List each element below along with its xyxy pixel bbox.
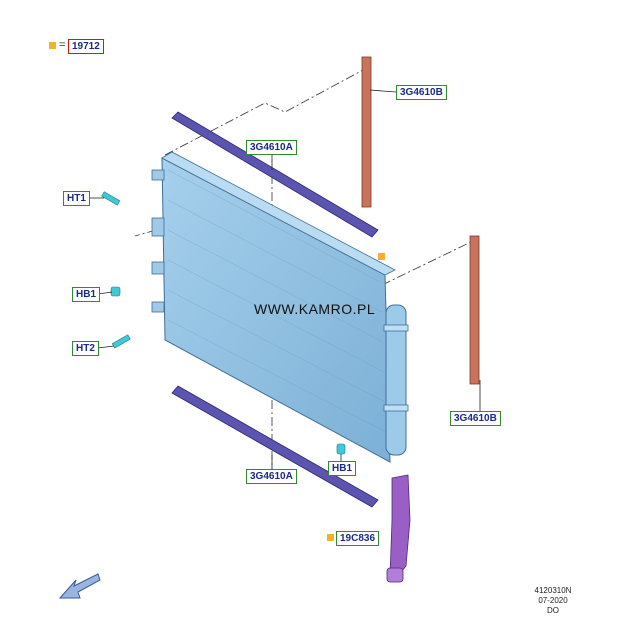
clip-hb1-left: [110, 286, 121, 297]
diagram-code-line3: DO: [547, 606, 559, 615]
hose-marker: [327, 534, 334, 541]
callout-19c836[interactable]: 19C836: [336, 531, 380, 546]
callout-ht1[interactable]: HT1: [63, 191, 90, 206]
diagram-code: 4120310N 07-2020 DO: [528, 586, 578, 616]
legend-marker: [49, 42, 56, 49]
callout-3g4610b-right[interactable]: 3G4610B: [450, 411, 501, 426]
strip-top: [171, 111, 379, 238]
callout-3g4610b-top[interactable]: 3G4610B: [396, 85, 447, 100]
strip-bottom: [171, 385, 379, 508]
diagram-code-line1: 4120310N: [534, 586, 572, 595]
callout-3g4610a-top[interactable]: 3G4610A: [246, 140, 297, 155]
hose: [389, 474, 411, 577]
callout-hb1-left[interactable]: HB1: [72, 287, 101, 302]
watermark: WWW.KAMRO.PL: [254, 301, 376, 317]
arrow-icon: [58, 573, 101, 599]
rubber-seal-right: [469, 235, 480, 385]
clip-ht1: [101, 191, 121, 206]
legend-part-label[interactable]: 19712: [68, 39, 104, 54]
clip-hb1-bottom: [336, 443, 346, 455]
legend-equals: =: [59, 39, 66, 51]
diagram-code-line2: 07-2020: [538, 596, 568, 605]
callout-ht2[interactable]: HT2: [72, 341, 99, 356]
callout-hb1-bottom[interactable]: HB1: [328, 461, 357, 476]
clip-ht2: [111, 334, 131, 349]
condenser: [151, 151, 409, 463]
callout-3g4610a-bottom[interactable]: 3G4610A: [246, 469, 297, 484]
rubber-seal-top: [361, 56, 372, 208]
